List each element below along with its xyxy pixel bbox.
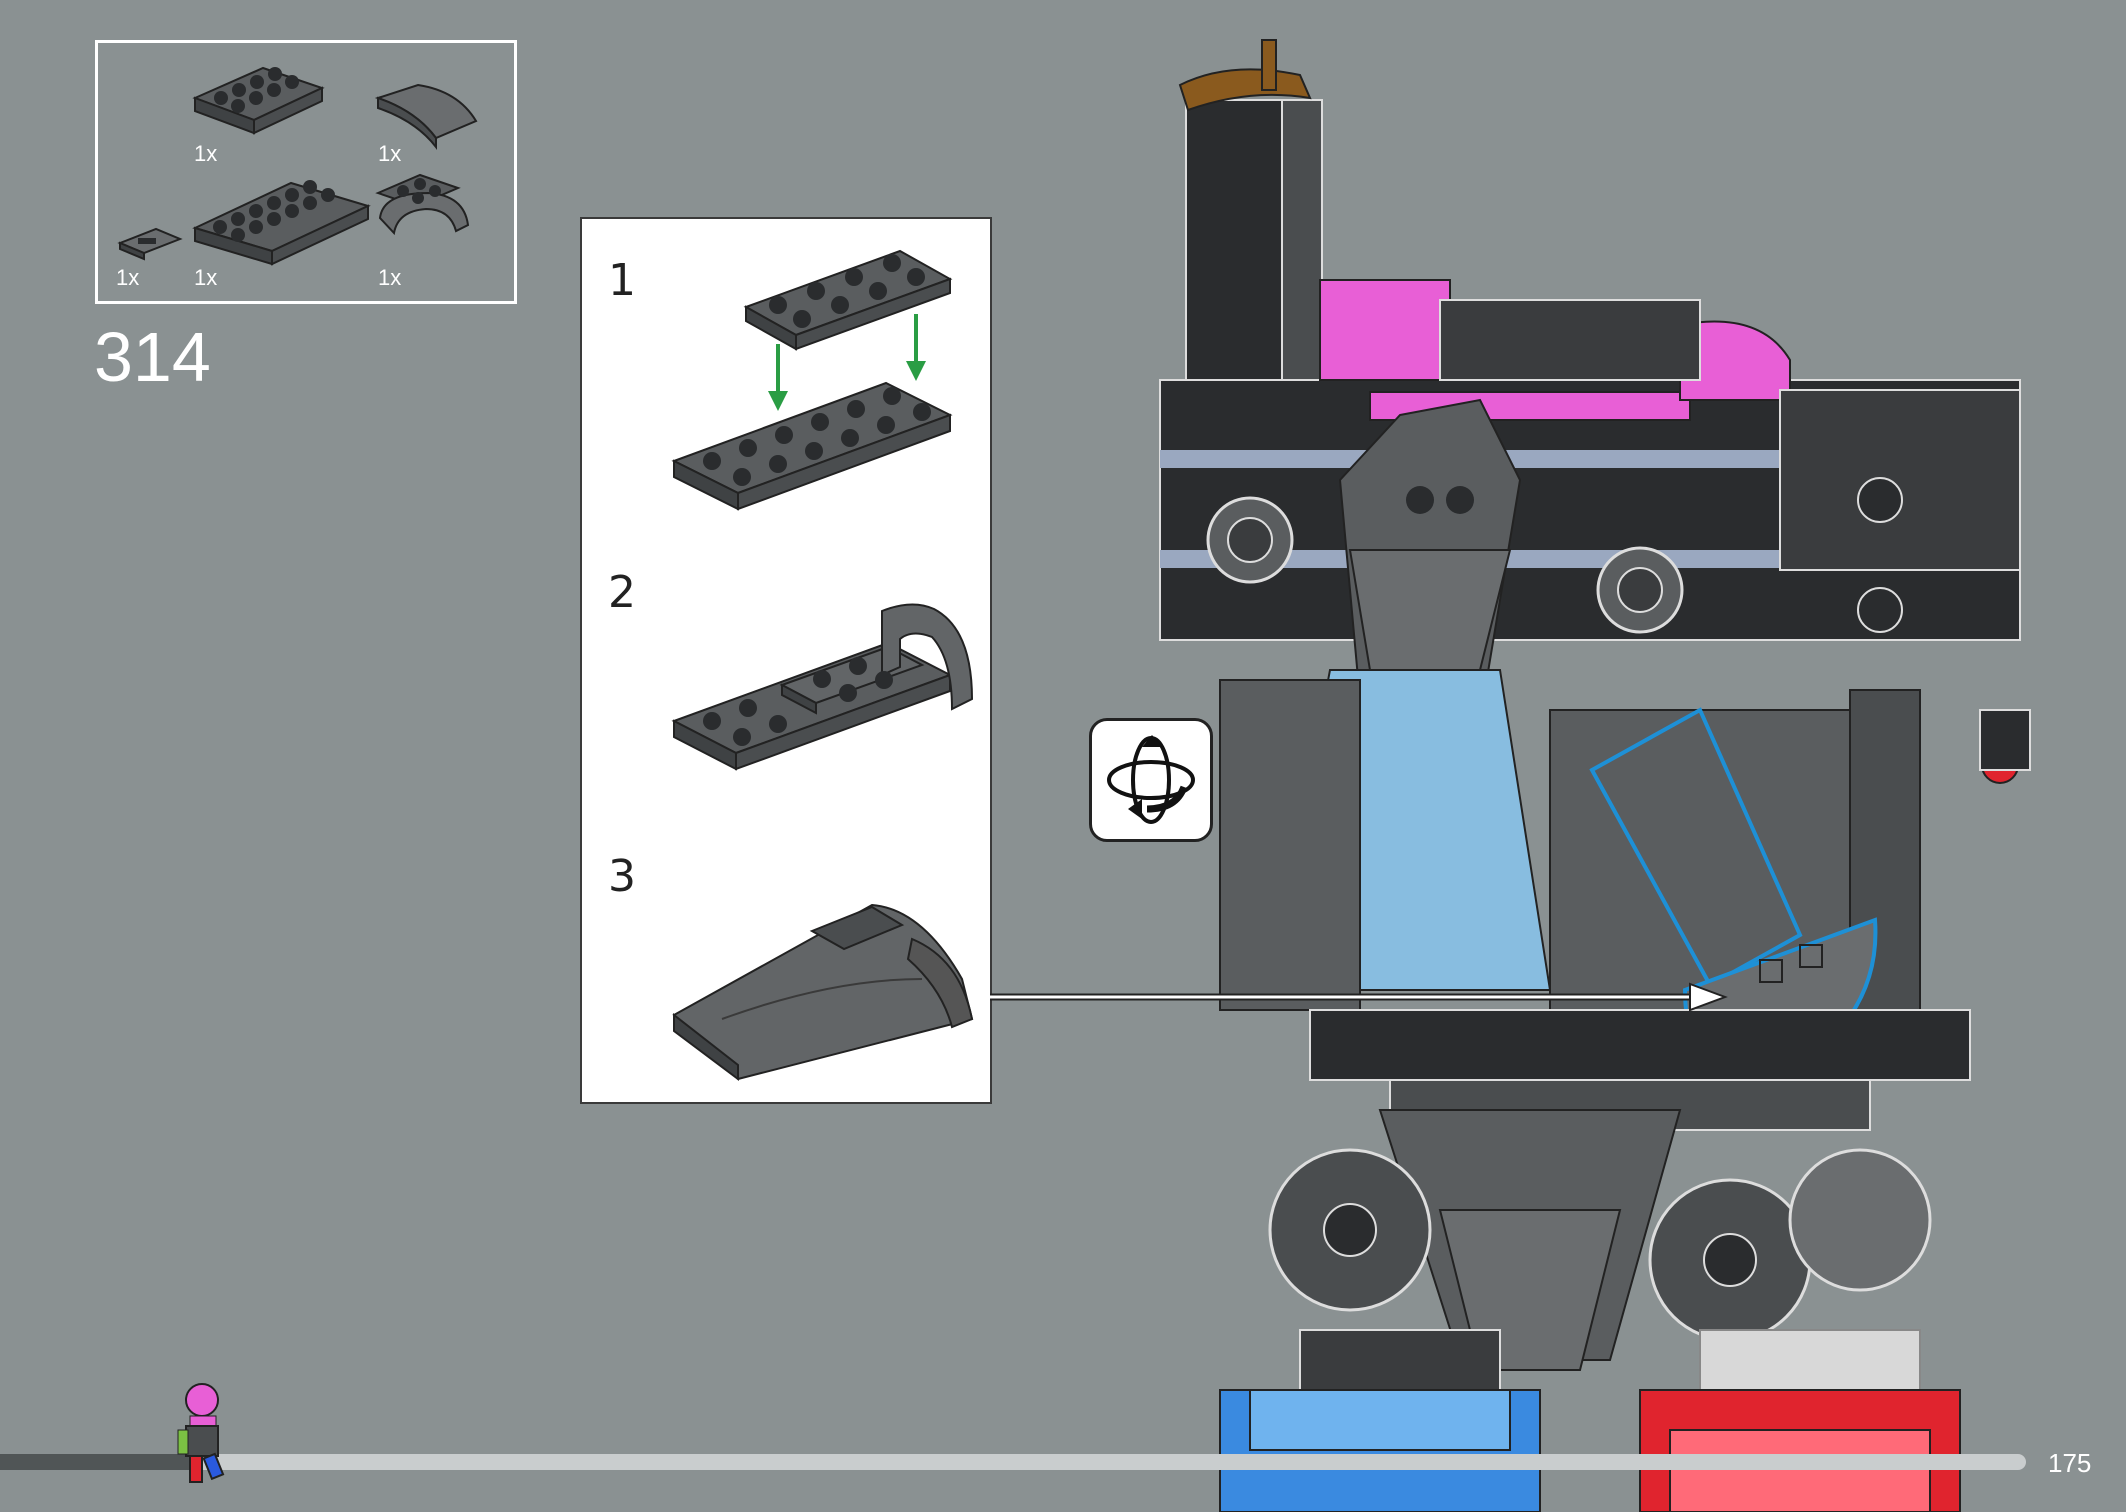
part-qty-label: 1x [378,265,402,290]
sub-step-3-assembly [672,903,974,1081]
rotate-model-icon [1107,735,1195,824]
part-qty-label: 1x [194,265,218,290]
step-number: 314 [94,318,211,396]
sub-step-1-bottom-plate [671,381,953,511]
progress-fill [0,1454,198,1470]
curved-slope-part [374,83,478,150]
main-model-illustration [1159,39,2031,1512]
tile-1x2-part [117,227,183,261]
part-qty-label: 1x [378,141,402,166]
parts-illustration [117,66,478,266]
plate-2x4-part [192,66,325,135]
sub-assembly-panel: 1 2 3 [580,217,992,1104]
curved-bracket-part [375,173,470,236]
model-cylinder [1178,39,1323,401]
sub-step-number: 3 [608,851,636,902]
model-mid-torso [1219,669,2031,1011]
sub-step-number: 1 [608,255,636,306]
progress-track [140,1454,2026,1470]
callout-arrow-icon [990,982,1728,1012]
model-wheels [1268,1148,1932,1411]
part-qty-label: 1x [194,141,218,166]
sub-step-1-top-plate [743,249,953,351]
sub-step-number: 2 [608,567,636,618]
rotate-model-button [1089,718,1213,842]
part-qty-label: 1x [116,265,140,290]
sub-assembly-illustration [671,249,974,1081]
placement-arrow-icon [768,314,926,411]
page-number: 175 [2048,1448,2092,1478]
plate-2x6-part [192,180,371,266]
model-legs [1219,1389,1961,1512]
sub-step-2-assembly [671,603,974,771]
parts-list-box: 1x 1x 1x 1x 1x [95,40,517,304]
minifigure-progress-icon [177,1383,225,1483]
